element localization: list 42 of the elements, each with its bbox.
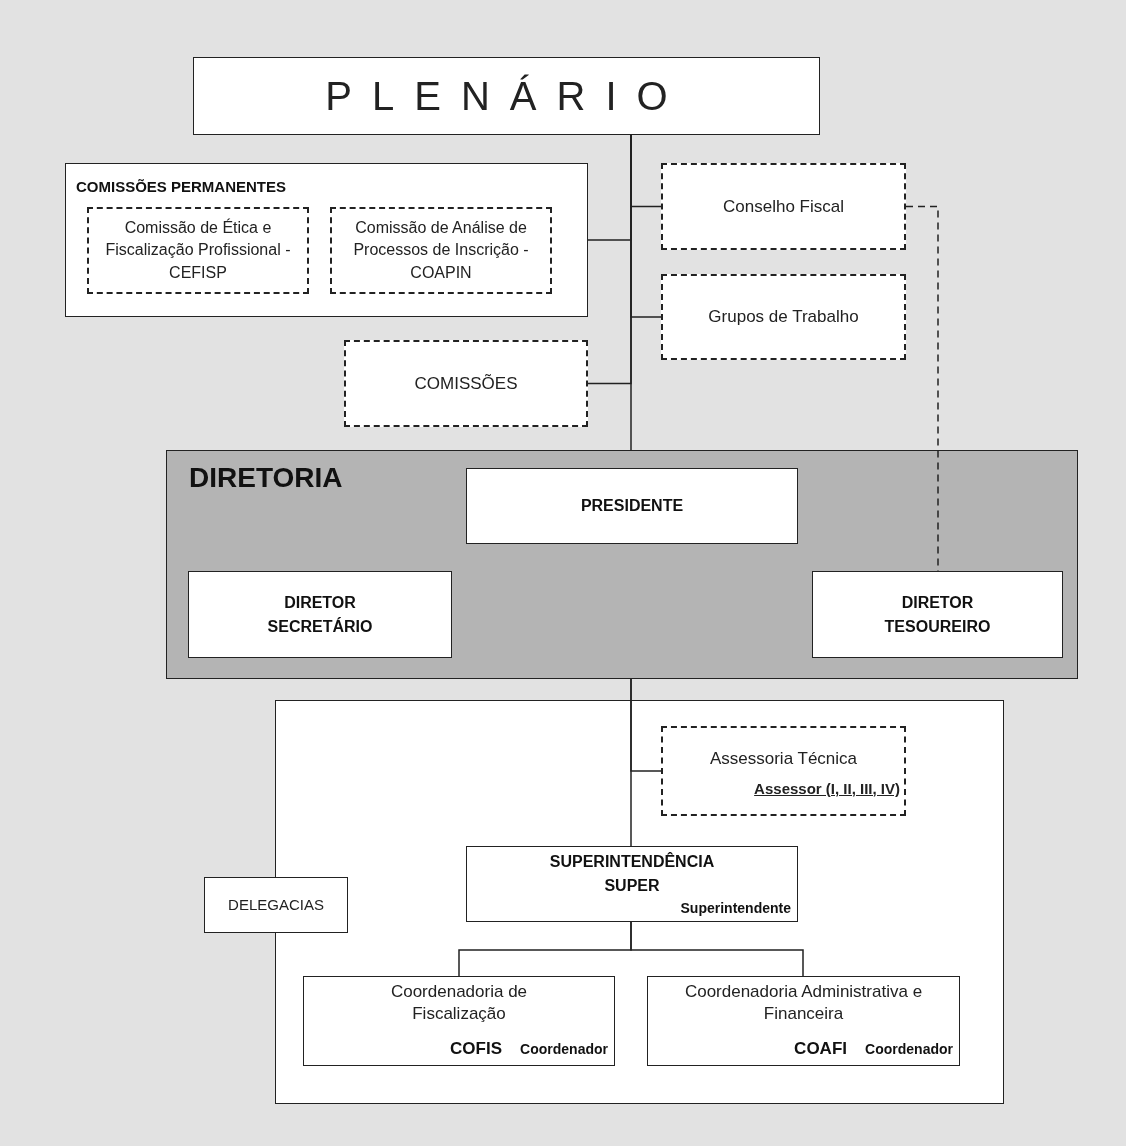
node-label: DIRETOR SECRETÁRIO xyxy=(266,592,374,637)
node-label: Coordenadoria Administrativa e Financeira xyxy=(683,981,924,1026)
node-label: Coordenador xyxy=(520,1040,608,1059)
connector-line xyxy=(630,134,632,451)
node-label: SUPER xyxy=(604,875,660,896)
node-label: PLENÁRIO xyxy=(325,73,688,120)
node-label: DIRETORIA xyxy=(189,461,343,495)
working-groups-box xyxy=(661,274,906,360)
node-label: Grupos de Trabalho xyxy=(708,306,859,329)
role-box xyxy=(812,571,1063,658)
node-label: Coordenadoria de Fiscalização xyxy=(389,981,529,1026)
advisory-box xyxy=(661,726,906,816)
node-label: DIRETOR TESOUREIRO xyxy=(883,592,992,637)
node-label: SUPERINTENDÊNCIA xyxy=(549,851,715,872)
node-label: Conselho Fiscal xyxy=(723,195,844,218)
role-box xyxy=(466,468,798,544)
node-label: PRESIDENTE xyxy=(580,496,684,516)
superintendence-box xyxy=(466,846,798,922)
role-box xyxy=(188,571,452,658)
node-label: COMISSÕES xyxy=(414,372,518,395)
council-box xyxy=(661,163,906,250)
node-label: COFIS xyxy=(450,1037,502,1060)
delegations-box xyxy=(204,877,348,933)
node-label: Assessoria Técnica xyxy=(709,748,858,770)
node-label: DELEGACIAS xyxy=(228,894,324,915)
committees-panel xyxy=(65,163,588,317)
node-label: COAFI xyxy=(794,1037,847,1060)
connector-line xyxy=(630,678,632,847)
node-label: Comissão de Ética e Fiscalização Profissional - CEFISP xyxy=(104,217,292,283)
board-panel xyxy=(166,450,1078,679)
connector-line xyxy=(630,921,804,977)
node-label: COMISSÕES PERMANENTES xyxy=(76,177,287,197)
node-label: Coordenador xyxy=(865,1040,953,1059)
node-label: Comissão de Análise de Processos de Inscrição - COAPIN xyxy=(352,217,530,283)
coordination-box xyxy=(303,976,615,1066)
committee-box xyxy=(87,207,309,294)
committee-box xyxy=(330,207,552,294)
node-label: Assessor (I, II, III, IV) xyxy=(754,778,900,799)
coordination-box xyxy=(647,976,960,1066)
plenary-box xyxy=(193,57,820,135)
commissions-box xyxy=(344,340,588,427)
node-label: Superintendente xyxy=(680,898,791,918)
